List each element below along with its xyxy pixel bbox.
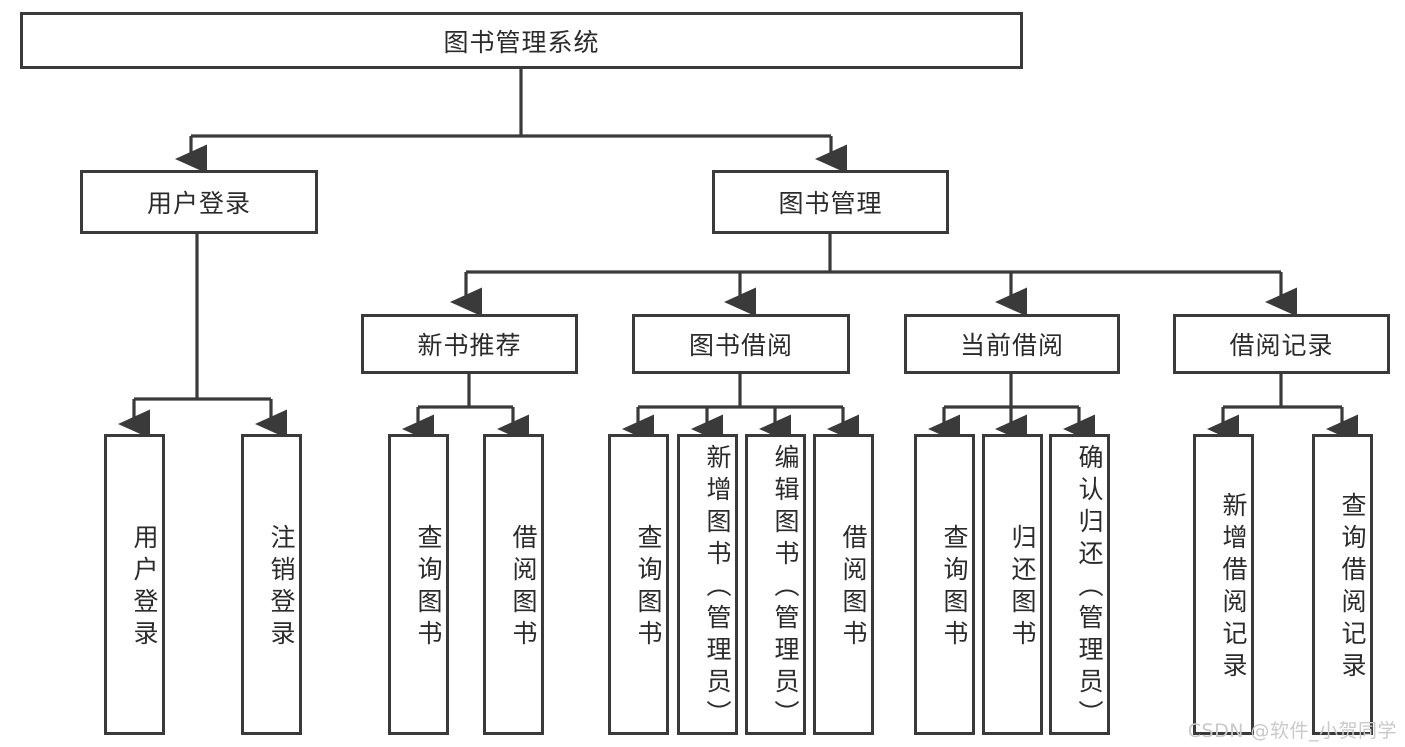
watermark-credit: CSDN @软件_小贺同学 xyxy=(1187,720,1397,742)
node-leaf-add-book-admin[interactable]: 新增图书（管理员） xyxy=(677,434,738,735)
node-leaf-borrow-book-recommend[interactable]: 借阅图书 xyxy=(483,434,544,735)
node-leaf-query-book-current[interactable]: 查询图书 xyxy=(914,434,975,735)
node-leaf-query-book-recommend[interactable]: 查询图书 xyxy=(388,434,449,735)
node-leaf-logout[interactable]: 注销登录 xyxy=(241,434,302,735)
node-current-borrow[interactable]: 当前借阅 xyxy=(904,314,1120,374)
node-borrow-record[interactable]: 借阅记录 xyxy=(1173,314,1390,374)
node-leaf-query-book-borrow[interactable]: 查询图书 xyxy=(608,434,669,735)
node-leaf-confirm-return-admin[interactable]: 确认归还（管理员） xyxy=(1049,434,1110,735)
node-new-book-recommend[interactable]: 新书推荐 xyxy=(361,314,578,374)
node-leaf-add-borrow-record[interactable]: 新增借阅记录 xyxy=(1193,434,1254,735)
node-leaf-user-login[interactable]: 用户登录 xyxy=(104,434,165,735)
node-leaf-query-borrow-record[interactable]: 查询借阅记录 xyxy=(1312,434,1373,735)
node-user-login[interactable]: 用户登录 xyxy=(80,170,318,234)
node-leaf-borrow-book[interactable]: 借阅图书 xyxy=(813,434,874,735)
node-leaf-edit-book-admin[interactable]: 编辑图书（管理员） xyxy=(745,434,806,735)
node-root-system[interactable]: 图书管理系统 xyxy=(20,12,1023,69)
node-leaf-return-book[interactable]: 归还图书 xyxy=(982,434,1043,735)
node-book-management[interactable]: 图书管理 xyxy=(712,170,949,234)
node-book-borrow[interactable]: 图书借阅 xyxy=(632,314,850,374)
